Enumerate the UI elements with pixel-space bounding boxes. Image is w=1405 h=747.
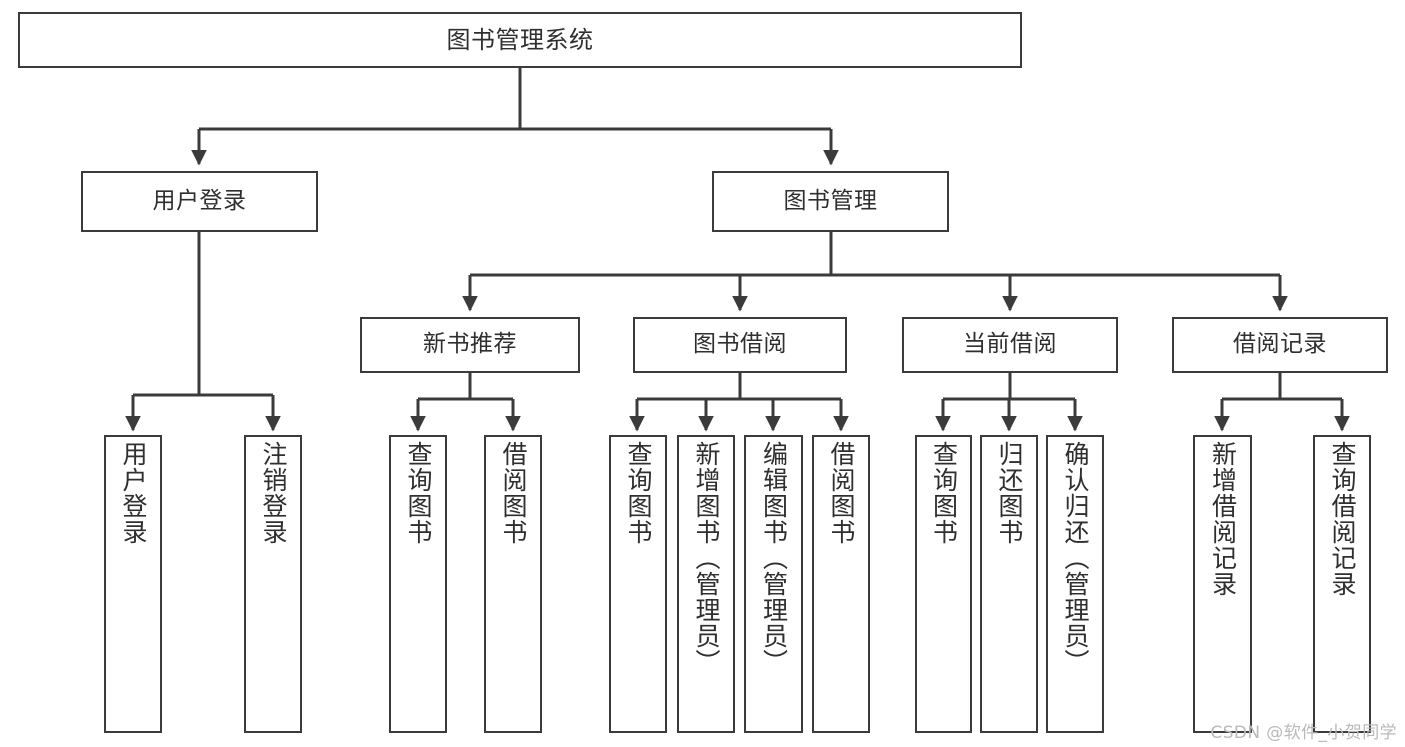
node-label: 用户登录	[152, 187, 247, 214]
node-user-login[interactable]: 用户登录	[81, 171, 318, 232]
leaf-borrow-borrow-book[interactable]: 借阅图书	[812, 435, 870, 733]
leaf-records-add-record[interactable]: 新增借阅记录	[1193, 435, 1252, 733]
leaf-records-query-record[interactable]: 查询借阅记录	[1313, 435, 1371, 733]
leaf-current-return-book[interactable]: 归还图书	[980, 435, 1038, 733]
node-label: 借阅图书	[827, 441, 856, 545]
node-root-system[interactable]: 图书管理系统	[18, 12, 1022, 68]
node-label: 查询图书	[624, 441, 653, 545]
leaf-borrow-add-book-admin[interactable]: 新增图书（管理员）	[677, 435, 735, 733]
leaf-user-login-login[interactable]: 用户登录	[104, 435, 162, 733]
node-current-borrow[interactable]: 当前借阅	[902, 317, 1118, 373]
leaf-current-query-book[interactable]: 查询图书	[915, 435, 972, 733]
node-label: 查询图书	[929, 441, 959, 545]
node-label: 图书管理系统	[446, 25, 594, 54]
node-label: 新增图书（管理员）	[692, 441, 721, 675]
leaf-current-confirm-return-admin[interactable]: 确认归还（管理员）	[1046, 435, 1104, 733]
node-book-management[interactable]: 图书管理	[712, 171, 949, 232]
node-label: 注销登录	[259, 441, 288, 545]
node-label: 借阅记录	[1233, 331, 1327, 358]
leaf-user-login-logout[interactable]: 注销登录	[244, 435, 302, 733]
node-label: 确认归还（管理员）	[1061, 441, 1090, 675]
node-label: 归还图书	[995, 441, 1024, 545]
node-label: 图书管理	[783, 187, 878, 214]
leaf-borrow-edit-book-admin[interactable]: 编辑图书（管理员）	[744, 435, 803, 733]
node-label: 新书推荐	[423, 331, 517, 358]
node-book-borrow[interactable]: 图书借阅	[633, 317, 847, 373]
node-new-book-recommend[interactable]: 新书推荐	[360, 317, 580, 373]
node-label: 新增借阅记录	[1208, 441, 1238, 597]
node-label: 借阅图书	[499, 441, 528, 545]
node-label: 查询借阅记录	[1328, 441, 1357, 597]
node-label: 图书借阅	[693, 331, 787, 358]
leaf-borrow-query-book[interactable]: 查询图书	[609, 435, 667, 733]
leaf-recommend-query-book[interactable]: 查询图书	[389, 435, 447, 733]
node-label: 编辑图书（管理员）	[759, 441, 789, 675]
node-label: 当前借阅	[963, 331, 1057, 358]
node-borrow-records[interactable]: 借阅记录	[1172, 317, 1388, 373]
node-label: 用户登录	[119, 441, 148, 545]
node-label: 查询图书	[404, 441, 433, 545]
leaf-recommend-borrow-book[interactable]: 借阅图书	[484, 435, 542, 733]
